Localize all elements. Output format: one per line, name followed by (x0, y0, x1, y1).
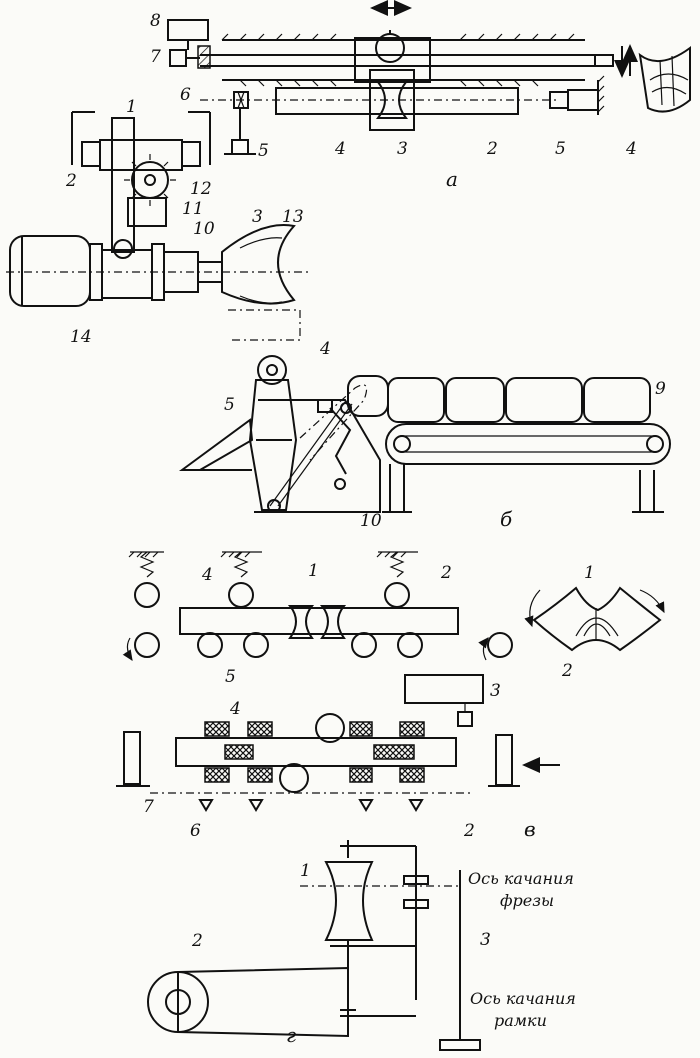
section-label-a: а (446, 167, 458, 191)
label-b-12: 12 (190, 179, 212, 199)
axis-cutter-label-line2: фрезы (500, 891, 554, 910)
label-b-10-bottom: 10 (360, 511, 382, 531)
section-g-diagram (147, 840, 481, 1051)
label-a-3: 3 (397, 139, 408, 159)
label-g-1: 1 (300, 861, 311, 881)
section-label-v: в (524, 817, 536, 841)
label-v-2-bottom: 2 (463, 821, 475, 841)
label-b-2: 2 (65, 171, 77, 191)
label-a-4: 4 (334, 139, 346, 159)
label-a-5-right: 5 (555, 139, 566, 159)
label-v-2-top: 2 (440, 563, 452, 583)
label-a-7: 7 (150, 47, 161, 67)
axis-frame-label-line1: Ось качания (470, 989, 576, 1008)
label-v-4-mid: 4 (229, 699, 241, 719)
label-b-5: 5 (224, 395, 235, 415)
label-v-2-right: 2 (561, 661, 573, 681)
section-a-diagram (167, 0, 691, 155)
label-v-4-top: 4 (201, 565, 213, 585)
label-b-14: 14 (70, 327, 92, 347)
label-b-4: 4 (319, 339, 331, 359)
label-a-5-left: 5 (258, 141, 269, 161)
label-v-1: 1 (308, 561, 319, 581)
label-b-10-top: 10 (193, 219, 215, 239)
label-g-3: 3 (480, 930, 491, 950)
label-v-5: 5 (225, 667, 236, 687)
label-v-7: 7 (143, 797, 154, 817)
section-label-b: б (500, 507, 513, 531)
label-v-6: 6 (190, 821, 201, 841)
section-b-diagram (6, 111, 671, 513)
label-b-13: 13 (282, 207, 304, 227)
label-v-1-right: 1 (584, 563, 595, 583)
label-a-6: 6 (180, 85, 191, 105)
label-a-2: 2 (486, 139, 498, 159)
label-b-3: 3 (252, 207, 263, 227)
label-a-4-right: 4 (625, 139, 637, 159)
label-a-8: 8 (150, 11, 161, 31)
axis-cutter-label-line1: Ось качания (468, 869, 574, 888)
label-b-11: 11 (182, 199, 204, 219)
axis-frame-label-line2: рамки (494, 1011, 547, 1030)
section-label-g: г (286, 1023, 296, 1047)
label-v-3: 3 (490, 681, 501, 701)
section-v-diagram (116, 551, 665, 812)
label-b-9: 9 (655, 379, 666, 399)
label-b-1: 1 (126, 97, 137, 117)
label-g-2: 2 (191, 931, 203, 951)
